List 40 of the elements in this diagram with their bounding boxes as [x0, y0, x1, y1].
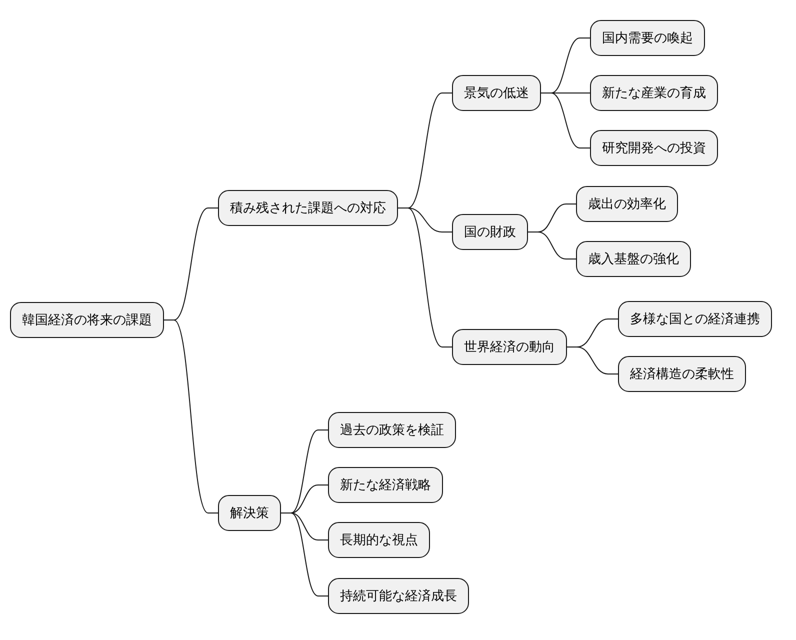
topic-label: 多様な国との経済連携 [630, 311, 760, 328]
topic-box [452, 214, 528, 250]
topic-box [218, 190, 398, 226]
topic-label: 韓国経済の将来の課題 [22, 312, 152, 329]
connector-line [528, 232, 576, 260]
connector-line [164, 320, 218, 514]
topic-label: 新たな経済戦略 [340, 477, 431, 494]
topic-box [618, 356, 746, 392]
topic-label: 歳出の効率化 [588, 196, 666, 213]
topic-label: 過去の政策を検証 [340, 422, 444, 439]
connector-line [566, 346, 618, 374]
topic-label: 国の財政 [464, 224, 516, 241]
topic-label: 景気の低迷 [464, 85, 529, 102]
topic-box [452, 75, 541, 111]
topic-box [590, 130, 718, 166]
topic-box [590, 75, 718, 111]
topic-label: 経済構造の柔軟性 [630, 366, 734, 383]
topic-box [328, 578, 469, 614]
topic-label: 長期的な視点 [340, 532, 418, 549]
topic-box [576, 241, 691, 277]
topic-box [10, 302, 164, 338]
topic-label: 持続可能な経済成長 [340, 588, 457, 605]
topic-label: 研究開発への投資 [602, 140, 706, 157]
topic-label: 新たな産業の育成 [602, 84, 706, 102]
connector-line [280, 512, 328, 596]
topic-box [618, 301, 772, 337]
topic-label: 世界経済の動向 [464, 339, 555, 356]
topic-box [328, 412, 456, 448]
topic-box [576, 186, 678, 222]
topic-box [328, 467, 443, 503]
topic-label: 解決策 [230, 505, 269, 522]
topic-box [328, 522, 430, 558]
topic-label: 歳入基盤の強化 [588, 251, 679, 268]
topic-box [590, 20, 705, 56]
topic-box [218, 495, 281, 531]
connector-line [540, 92, 590, 148]
topic-label: 積み残された課題への対応 [230, 200, 386, 217]
connector-line [398, 208, 452, 348]
topic-box [452, 329, 567, 365]
topic-label: 国内需要の喚起 [602, 30, 693, 47]
